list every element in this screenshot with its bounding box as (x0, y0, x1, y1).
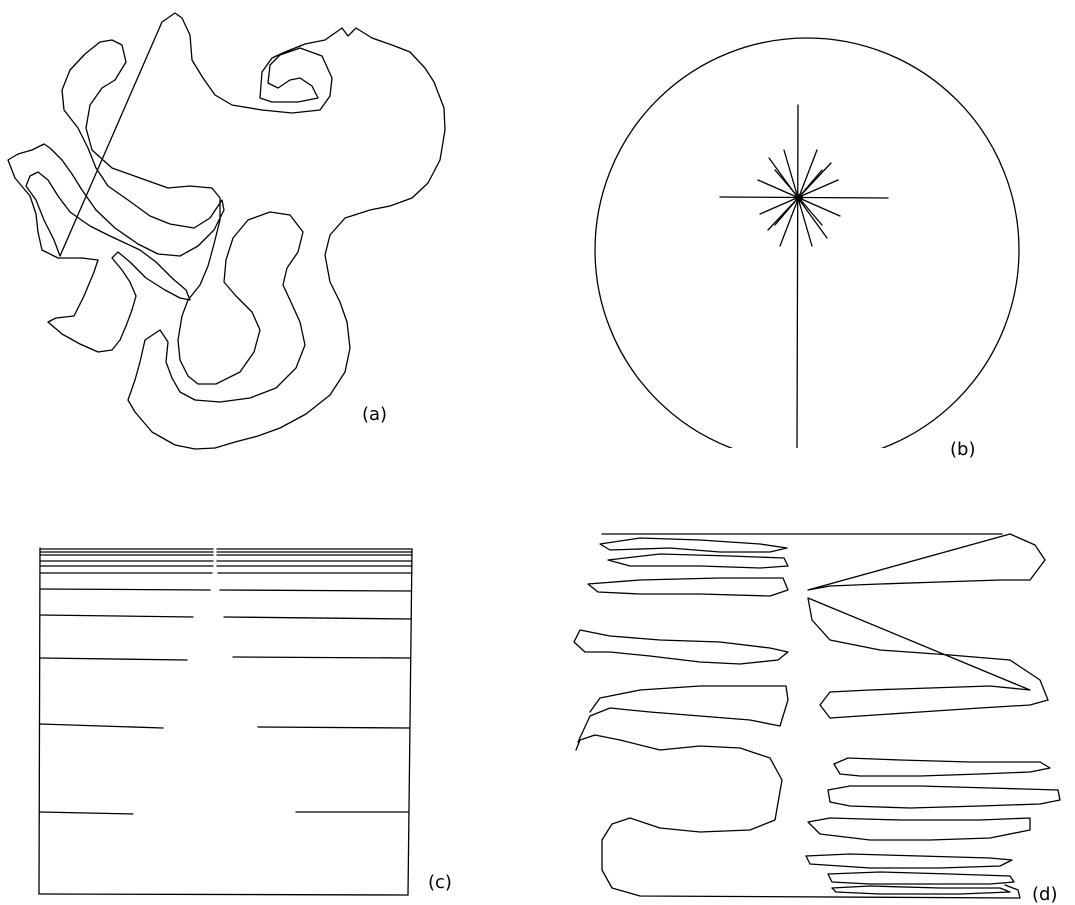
panel-c-label: (c) (428, 872, 452, 893)
panel-b: (b) (594, 37, 1020, 460)
panel-b-vertical-line (796, 104, 799, 448)
panel-a-outline (7, 12, 446, 450)
panel-b-circle (594, 37, 1020, 448)
panel-c-right-edge (407, 548, 413, 896)
panel-d-outlines (573, 533, 1061, 899)
panel-c-left-edge (38, 547, 41, 895)
panel-a: (a) (7, 12, 446, 450)
panel-c: (c) (38, 547, 452, 896)
panel-c-strokes (39, 548, 413, 815)
panel-b-label: (b) (950, 439, 975, 460)
panel-d-label: (d) (1032, 884, 1057, 905)
panel-b-horizontal-line (719, 196, 889, 199)
panel-c-bottom-edge (38, 893, 409, 896)
panel-a-label: (a) (362, 404, 387, 425)
panel-b-starburst (757, 149, 841, 247)
panel-d: (d) (573, 533, 1061, 905)
